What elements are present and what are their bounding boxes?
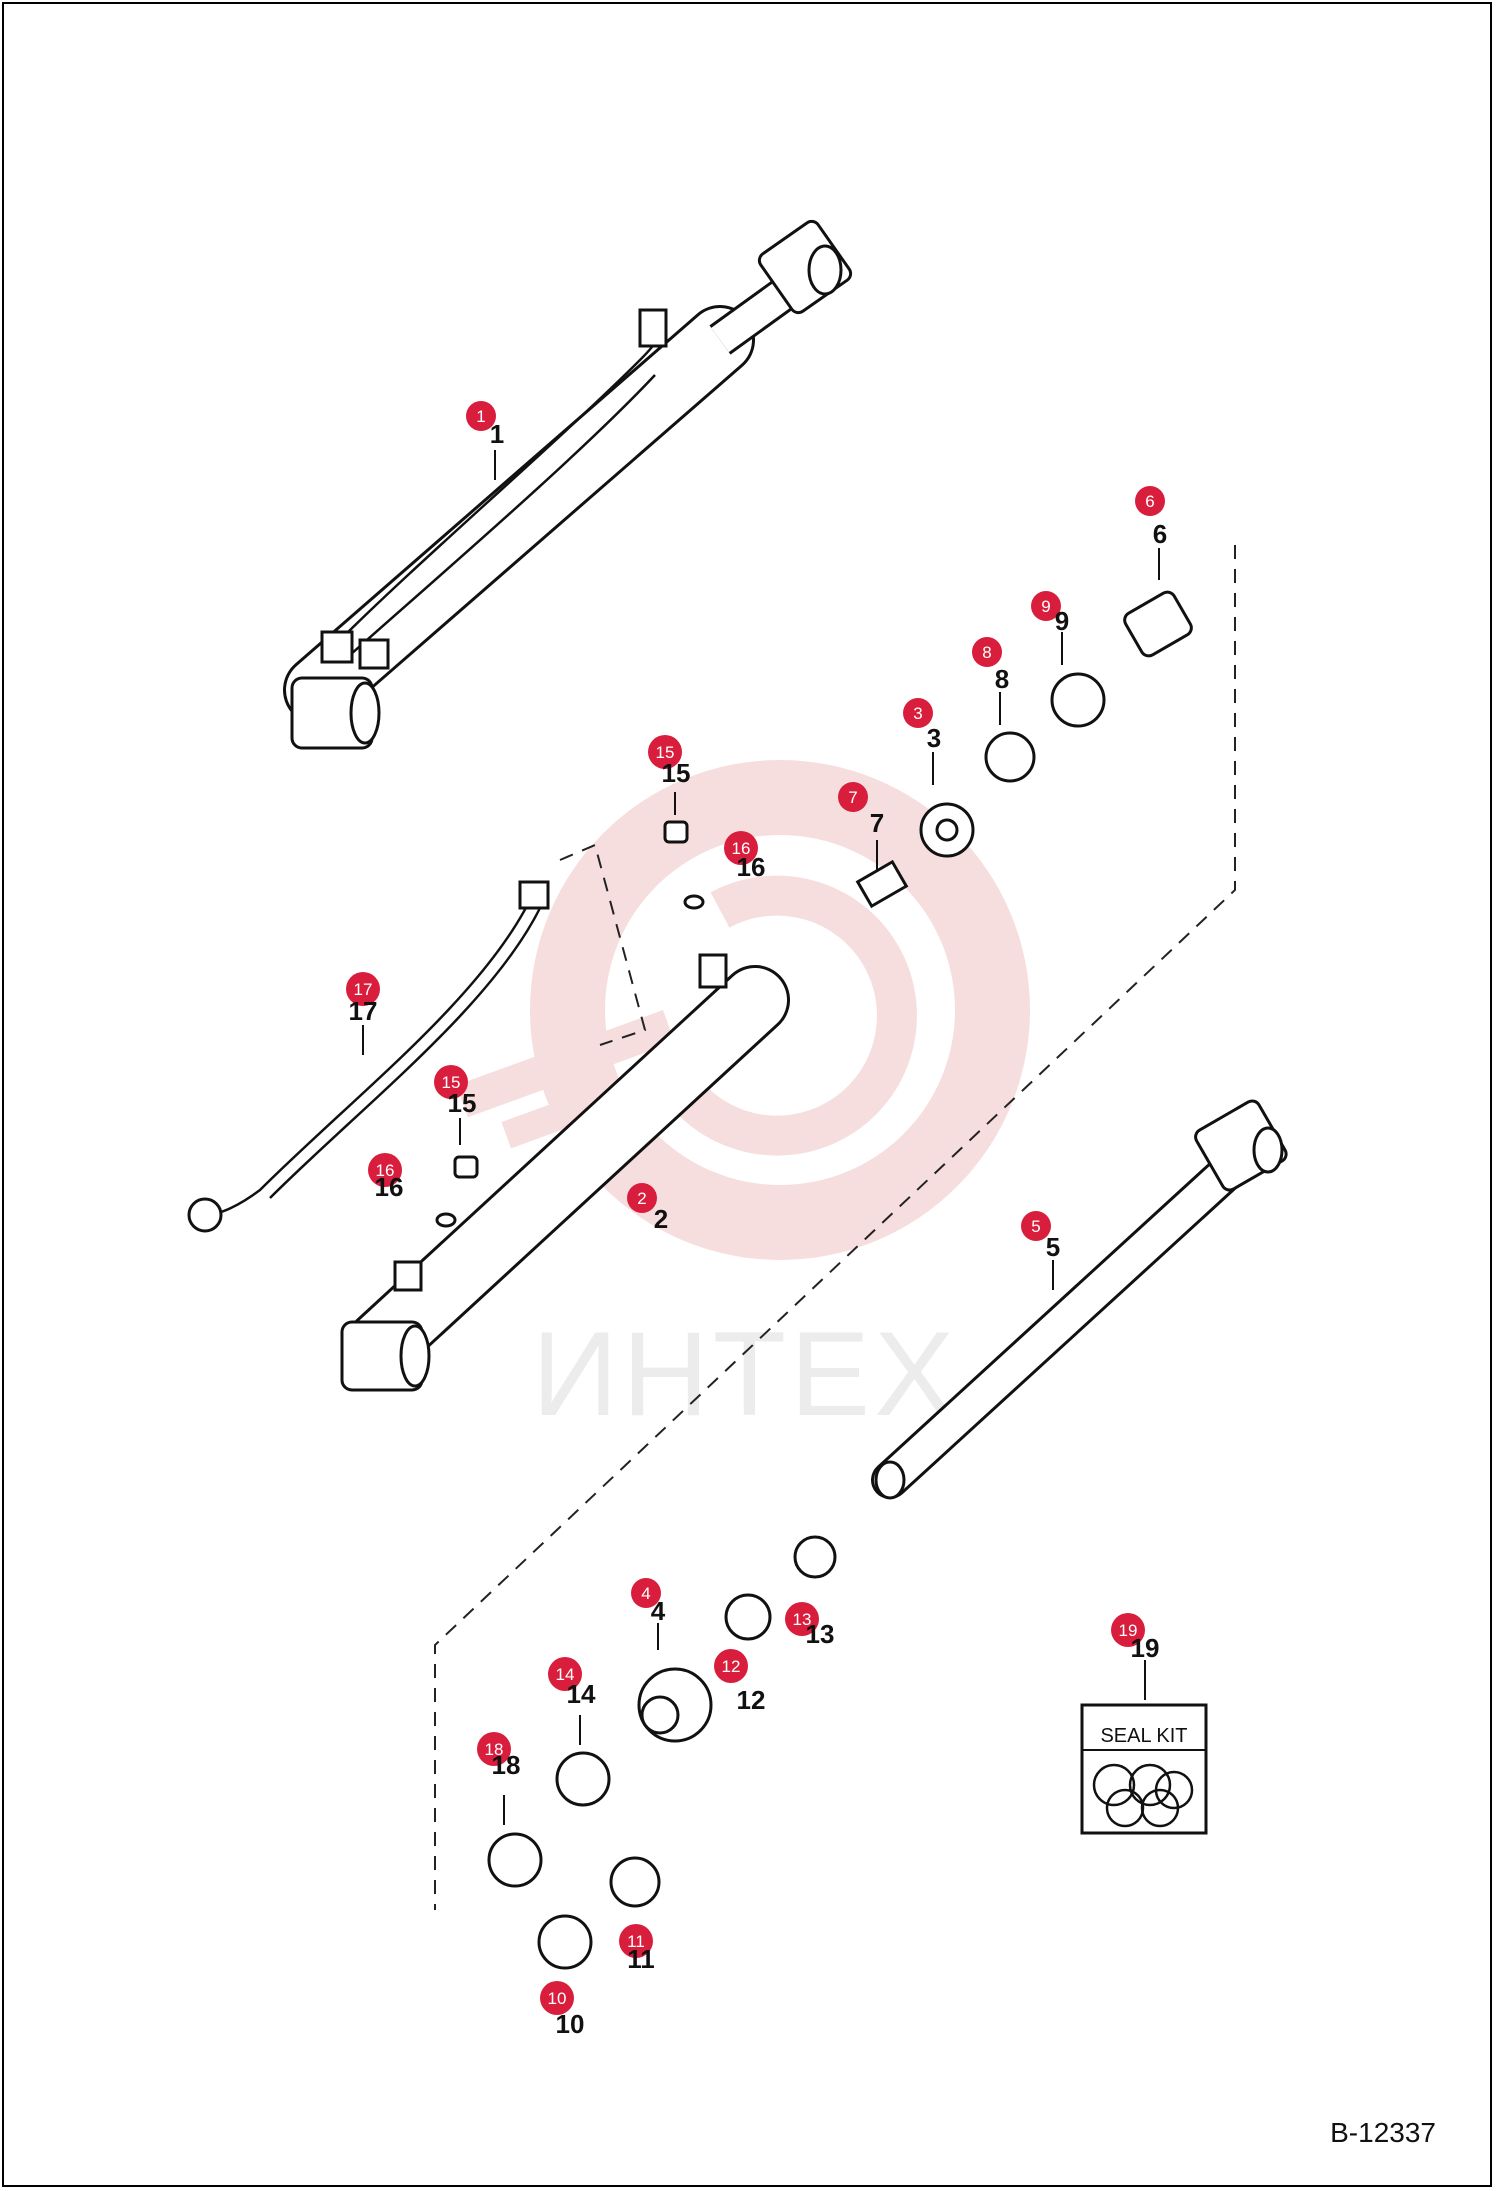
svg-text:6: 6 — [1145, 492, 1154, 511]
assembled-cylinder — [283, 219, 853, 750]
svg-text:6: 6 — [1153, 519, 1167, 549]
svg-text:5: 5 — [1046, 1232, 1060, 1262]
svg-text:14: 14 — [556, 1665, 575, 1684]
callout-3: 33 — [903, 698, 941, 753]
svg-text:17: 17 — [354, 980, 373, 999]
svg-text:8: 8 — [982, 643, 991, 662]
seal-kit-label: SEAL KIT — [1100, 1725, 1187, 1747]
svg-text:11: 11 — [627, 1944, 655, 1974]
callout-8: 88 — [972, 637, 1009, 694]
svg-text:15: 15 — [656, 743, 675, 762]
svg-text:10: 10 — [556, 2009, 585, 2039]
piston-rod — [871, 1099, 1288, 1500]
seal-kit: SEAL KIT — [1080, 1703, 1208, 1835]
drawing-number: B-12337 — [1330, 2117, 1436, 2148]
svg-text:5: 5 — [1031, 1217, 1040, 1236]
svg-text:2: 2 — [637, 1189, 646, 1208]
svg-text:4: 4 — [641, 1584, 650, 1603]
svg-text:17: 17 — [349, 996, 378, 1026]
svg-text:15: 15 — [662, 758, 691, 788]
svg-text:13: 13 — [793, 1610, 812, 1629]
hydraulic-tube — [187, 880, 550, 1233]
svg-text:12: 12 — [737, 1685, 766, 1715]
svg-text:14: 14 — [567, 1679, 596, 1709]
svg-text:4: 4 — [651, 1596, 666, 1626]
svg-text:16: 16 — [376, 1161, 395, 1180]
svg-text:19: 19 — [1119, 1621, 1138, 1640]
svg-text:16: 16 — [732, 839, 751, 858]
svg-text:1: 1 — [476, 407, 485, 426]
svg-text:7: 7 — [870, 808, 884, 838]
svg-text:2: 2 — [654, 1204, 668, 1234]
svg-text:16: 16 — [737, 852, 766, 882]
svg-text:16: 16 — [375, 1172, 404, 1202]
svg-text:15: 15 — [442, 1073, 461, 1092]
callout-6: 66 — [1135, 486, 1167, 549]
seal-parts — [435, 590, 1193, 1970]
callout-1: 11 — [466, 401, 504, 449]
svg-text:15: 15 — [448, 1088, 477, 1118]
callout-2: 22 — [627, 1183, 668, 1234]
svg-text:13: 13 — [806, 1619, 835, 1649]
callout-7: 77 — [838, 782, 884, 838]
svg-text:7: 7 — [848, 788, 857, 807]
cylinder-barrel — [340, 953, 790, 1392]
svg-text:1: 1 — [490, 419, 504, 449]
callout-4: 44 — [631, 1578, 666, 1626]
svg-text:19: 19 — [1131, 1633, 1160, 1663]
svg-text:9: 9 — [1055, 606, 1069, 636]
svg-text:9: 9 — [1041, 597, 1050, 616]
svg-text:8: 8 — [995, 664, 1009, 694]
svg-text:11: 11 — [627, 1932, 645, 1951]
callout-5: 55 — [1021, 1211, 1060, 1262]
svg-text:18: 18 — [492, 1750, 521, 1780]
svg-text:18: 18 — [485, 1740, 504, 1759]
svg-text:12: 12 — [722, 1657, 741, 1676]
svg-text:3: 3 — [927, 723, 941, 753]
svg-text:3: 3 — [913, 704, 922, 723]
watermark-text: ИНТЕХ — [532, 1307, 958, 1441]
leader-lines — [362, 450, 1160, 1825]
svg-text:10: 10 — [548, 1989, 567, 2008]
